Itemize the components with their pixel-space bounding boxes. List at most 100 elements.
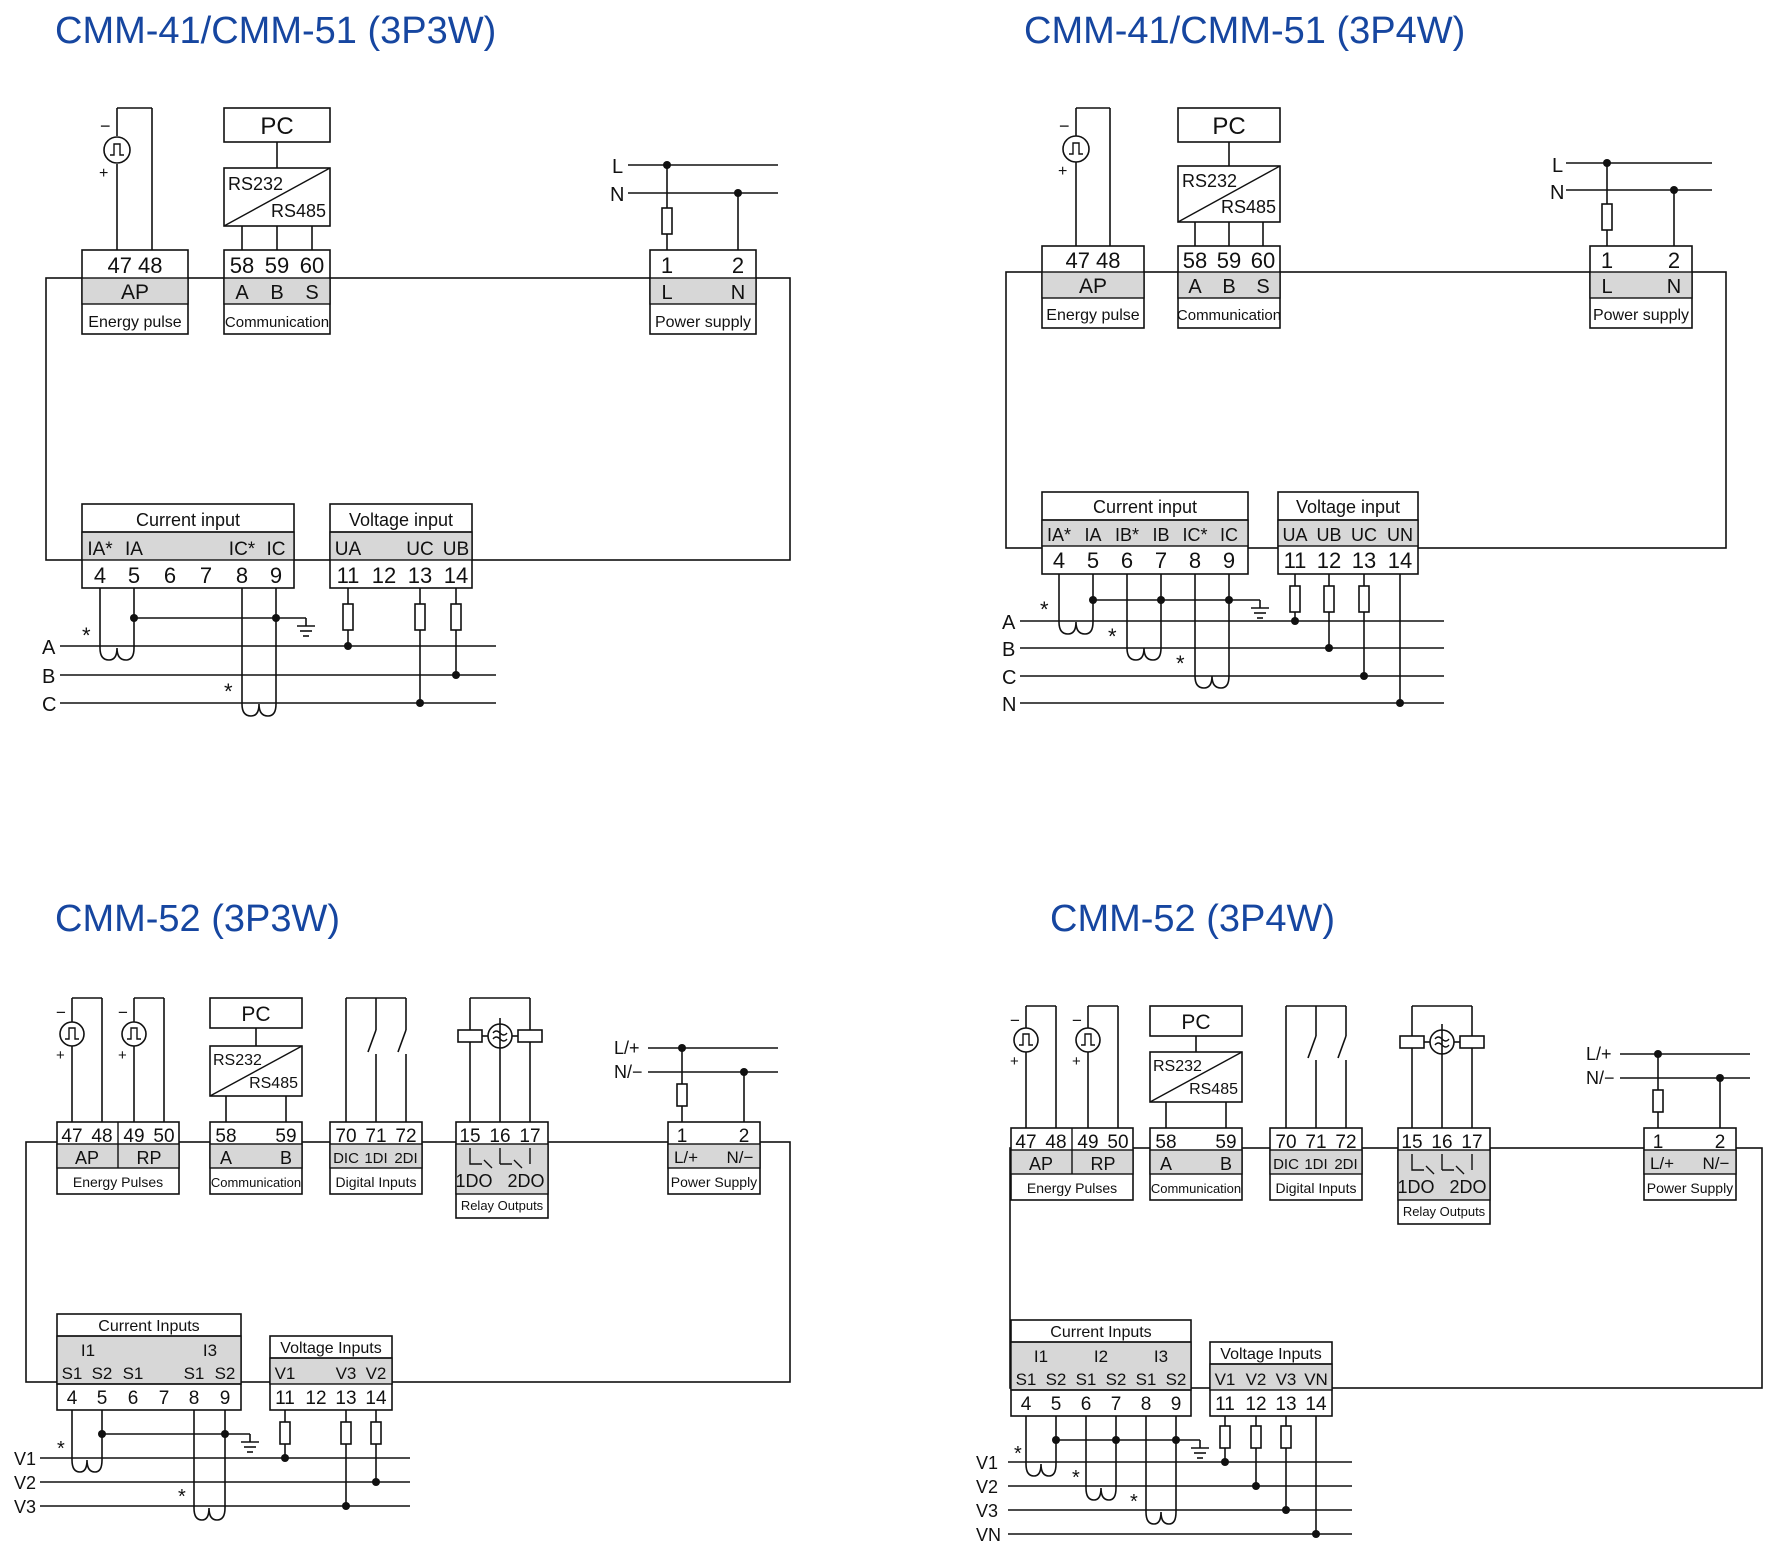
rs485-label: RS485 <box>1189 1081 1238 1098</box>
ground-icon <box>1191 1447 1209 1459</box>
energy-pulses-terminal: 47 48 49 50 AP RP Energy Pulses <box>56 1121 180 1195</box>
terminal-code: 1DO <box>1397 1177 1434 1197</box>
digital-inputs-terminal: 70 71 72 DIC 1DI 2DI Digital Inputs <box>1269 1127 1363 1201</box>
terminal-caption: Energy pulse <box>88 314 181 331</box>
phase-label: V2 <box>14 1473 36 1493</box>
fuse-icon <box>1289 585 1301 613</box>
terminal-number: 1 <box>1653 1132 1664 1153</box>
terminal-code: AP <box>75 1148 99 1168</box>
terminal-code: B <box>1220 1154 1232 1174</box>
block-title: Current Inputs <box>1050 1324 1151 1341</box>
ct-coil-icon <box>241 703 277 717</box>
power-supply-terminal: 1 2 L/+ N/− Power Supply <box>1643 1127 1737 1201</box>
terminal-code: IC* <box>1182 525 1207 545</box>
phase-label: C <box>1002 667 1016 689</box>
ct-coil-icon <box>1025 1463 1057 1477</box>
terminal-numbers: 47 48 <box>1065 248 1120 273</box>
terminal-number: 49 <box>1077 1132 1098 1153</box>
terminal-number: 58 <box>230 253 254 278</box>
ground-icon <box>241 1441 259 1453</box>
voltage-inputs-terminal: Voltage Inputs V1 V2 V3 VN 11 12 13 14 <box>1209 1341 1333 1417</box>
diagram-panel-cmm52-3p4w: CMM-52 (3P4W) − + − + 47 48 49 50 <box>960 880 1774 1551</box>
terminal-number: 9 <box>270 563 282 588</box>
terminal-caption: Communication <box>225 314 329 331</box>
terminal-number: 48 <box>91 1126 112 1147</box>
terminal-code: B <box>1222 276 1235 298</box>
terminal-number: 47 <box>61 1126 82 1147</box>
line-l-label: L/+ <box>614 1038 640 1058</box>
terminal-code: RP <box>1090 1154 1115 1174</box>
terminal-code: 2DO <box>507 1171 544 1191</box>
terminal-caption: Digital Inputs <box>336 1174 417 1190</box>
pulse-plus: + <box>1010 1053 1019 1070</box>
terminal-code: DIC <box>1273 1156 1299 1173</box>
ct-coil-icon <box>1145 1511 1177 1525</box>
terminal-number: 2 <box>1668 248 1680 273</box>
energy-pulses-terminal: 47 48 49 50 AP RP Energy Pulses <box>1010 1127 1134 1201</box>
terminal-code: IA* <box>1047 525 1071 545</box>
terminal-code: AP <box>1079 275 1107 298</box>
current-inputs-terminal: Current Inputs I1 I3 S1 S2 S1 S1 S2 4 5 … <box>56 1313 242 1411</box>
terminal-numbers: 47 48 <box>107 253 162 278</box>
group-label: I2 <box>1094 1347 1108 1366</box>
terminal-number: 2 <box>1715 1132 1726 1153</box>
block-title: Current input <box>136 510 240 530</box>
terminal-number: 58 <box>1155 1132 1176 1153</box>
terminal-code: S1 <box>1136 1370 1157 1389</box>
line-n-label: N/− <box>1586 1068 1615 1088</box>
terminal-number: 5 <box>97 1388 108 1409</box>
voltage-input-terminal: Voltage input UA UC UB 11 12 13 14 <box>329 503 473 589</box>
polarity-star: * <box>1014 1443 1022 1465</box>
wiring-diagram: − + − + 47 48 49 50 AP RP Energy Pulses … <box>14 997 791 1521</box>
rs485-label: RS485 <box>249 1075 298 1092</box>
switch-contact-icon <box>1307 1035 1317 1059</box>
terminal-number: 50 <box>153 1126 174 1147</box>
rs232-label: RS232 <box>1182 171 1237 191</box>
terminal-code: S2 <box>92 1364 113 1383</box>
terminal-code: UB <box>1316 525 1341 545</box>
switch-contact-icon <box>397 1029 407 1053</box>
terminal-number: 70 <box>1275 1132 1296 1153</box>
energy-pulse-terminal: 47 48 AP Energy pulse <box>81 249 189 335</box>
terminal-code: S2 <box>1106 1370 1127 1389</box>
communication-terminal: 58 59 60 A B S Communication <box>223 249 331 335</box>
terminal-code: V1 <box>1215 1370 1236 1389</box>
terminal-code: B <box>280 1148 292 1168</box>
block-title: Voltage Inputs <box>280 1340 381 1357</box>
relay-coil-icon <box>457 1029 483 1043</box>
panel-title: CMM-52 (3P4W) <box>1050 898 1336 940</box>
pulse-minus: − <box>56 1003 66 1022</box>
fuse-icon <box>1601 203 1613 231</box>
terminal-code: UA <box>335 539 362 560</box>
terminal-number: 4 <box>67 1388 78 1409</box>
terminal-number: 14 <box>1388 548 1412 573</box>
group-label: I3 <box>1154 1347 1168 1366</box>
phase-label: B <box>42 666 55 688</box>
phase-label: A <box>42 637 56 659</box>
terminal-caption: Communication <box>211 1175 301 1190</box>
terminal-number: 4 <box>1021 1394 1032 1415</box>
pulse-plus: + <box>56 1047 65 1064</box>
polarity-star: * <box>224 679 233 704</box>
pc-label: PC <box>241 1003 270 1026</box>
rs232-label: RS232 <box>213 1052 262 1069</box>
terminal-number: 13 <box>1275 1394 1296 1415</box>
terminal-number: 2 <box>739 1126 750 1147</box>
terminal-code: S1 <box>123 1364 144 1383</box>
terminal-caption: Digital Inputs <box>1276 1180 1357 1196</box>
terminal-number: 5 <box>128 563 140 588</box>
fuse-icon <box>1323 585 1335 613</box>
terminal-number: 49 <box>123 1126 144 1147</box>
terminal-code: DIC <box>333 1150 359 1167</box>
digital-inputs-terminal: 70 71 72 DIC 1DI 2DI Digital Inputs <box>329 1121 423 1195</box>
relay-contacts-icon <box>469 1148 531 1169</box>
pulse-counter-icon <box>1062 135 1090 163</box>
fuse-icon <box>340 1421 352 1445</box>
terminal-code: S2 <box>1046 1370 1067 1389</box>
phase-label: N <box>1002 694 1016 716</box>
pulse-minus: − <box>100 116 111 136</box>
line-l-label: L <box>612 156 623 178</box>
relay-outputs-terminal: 15 16 17 1DO 2DO Relay Outputs <box>455 1121 549 1219</box>
terminal-number: 17 <box>1461 1132 1482 1153</box>
fuse-icon <box>414 603 426 631</box>
